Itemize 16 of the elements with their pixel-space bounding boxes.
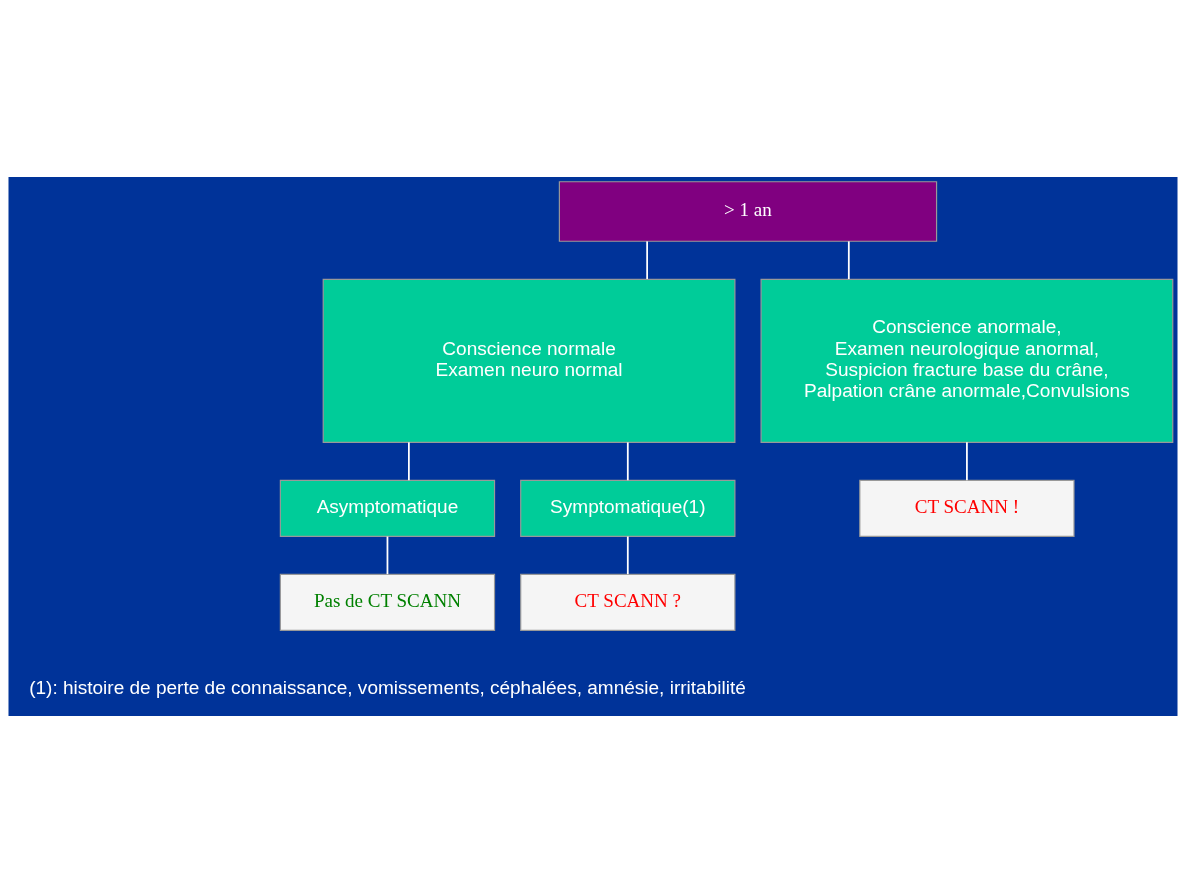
connector	[626, 535, 629, 575]
connector	[408, 441, 410, 481]
label: (1): histoire de perte de connaissance, vomissements, céphalées, amnésie, irritabilité	[29, 676, 746, 698]
connector	[626, 441, 629, 481]
node-box: CT SCANN !	[859, 479, 1075, 537]
connector	[847, 240, 850, 280]
node-box: Asymptomatique	[279, 479, 496, 537]
connector	[386, 535, 389, 575]
node-box: Conscience normale Examen neuro normal	[322, 278, 736, 443]
node-box: Symptomatique(1)	[520, 479, 736, 537]
node-box: CT SCANN ?	[520, 573, 736, 631]
connector	[966, 441, 968, 481]
node-box: Conscience anormale, Examen neurologique anormal, Suspicion fracture base du crâne, Palpation crâne anormale,Convulsions	[760, 278, 1174, 443]
connector	[646, 240, 649, 280]
node-box: > 1 an	[558, 180, 938, 242]
node-box: Pas de CT SCANN	[279, 573, 496, 631]
